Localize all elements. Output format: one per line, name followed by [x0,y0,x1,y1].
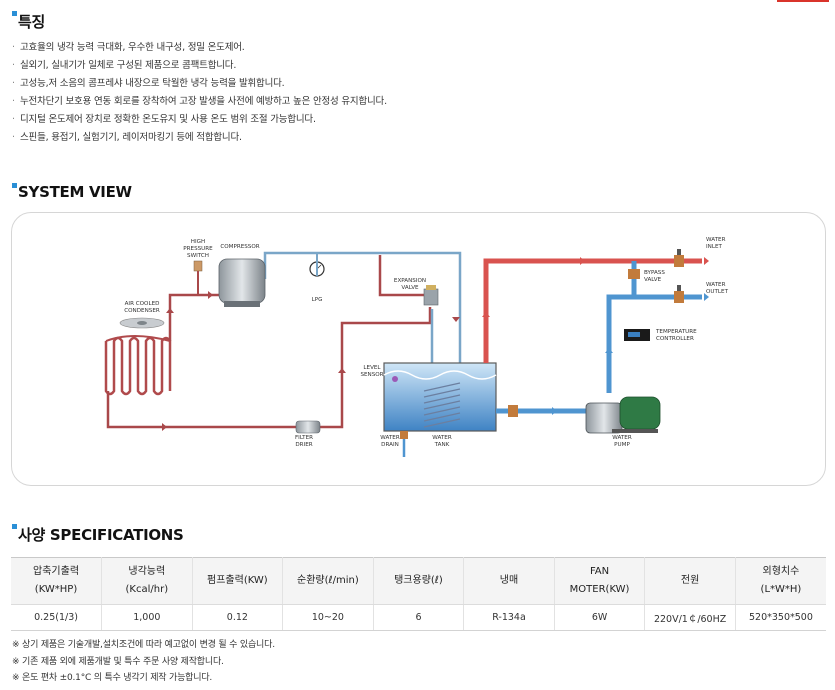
spec-cell: R-134a [463,604,555,631]
feature-item: 실외기, 실내기가 일체로 구성된 제품으로 콤팩트합니다. [12,59,387,77]
notes-list: ※ 상기 제품은 기술개발,설치조건에 따라 예고없이 변경 될 수 있습니다.… [12,638,275,688]
feature-item: 고성능,저 소음의 콤프레샤 내장으로 탁월한 냉각 능력을 발휘합니다. [12,77,387,95]
feature-item: 스핀들, 용접기, 실험기기, 레이저마킹기 등에 적합합니다. [12,131,387,149]
feature-item: 고효율의 냉각 능력 극대화, 우수한 내구성, 정밀 온도제어. [12,41,387,59]
feature-item: 누전차단기 보호용 연동 회로를 장착하여 고장 발생을 사전에 예방하고 높은… [12,95,387,113]
features-heading: 특징 [12,11,45,32]
features-title: 특징 [18,13,46,31]
specs-heading: 사양 SPECIFICATIONS [12,524,184,545]
system-diagram: HIGH PRESSURE SWITCH COMPRESSOR AIR COOL… [11,212,826,486]
refrigerant-lines [106,255,432,429]
drain-valve [400,431,408,439]
evaporator-coil [423,382,461,428]
label-hp-switch-1: HIGH [191,239,205,245]
inlet-valve [674,249,684,267]
water-tank [383,362,497,457]
spec-cell: 520*350*500 [735,604,826,631]
water-pump [585,396,661,434]
top-accent-bar [777,0,829,2]
note-item: ※ 상기 제품은 기술개발,설치조건에 따라 예고없이 변경 될 수 있습니다. [12,640,275,650]
label-temp-1: TEMPERATURE [655,329,697,335]
spec-cell: 6 [373,604,465,631]
lpg-gauge [309,253,325,277]
label-tank-1: WATER [432,435,452,441]
compressor [218,258,266,307]
label-condenser-1: AIR COOLED [125,301,160,307]
label-bypass-2: VALVE [644,277,662,283]
bypass-valve [628,269,640,279]
label-bypass-1: BYPASS [644,270,665,276]
spec-cell: 0.12 [192,604,284,631]
outlet-valve [674,285,684,303]
label-inlet-2: INLET [706,244,722,250]
note-item: ※ 기존 제품 외에 제품개발 및 특수 주문 사양 제작합니다. [12,656,224,667]
spec-header-cell: 냉매 [463,557,555,605]
heading-marker [12,524,17,529]
level-sensor [392,376,398,382]
spec-cell: 0.25(1/3) [11,604,103,631]
expansion-valve [423,285,439,306]
label-filter-2: DRIER [295,442,312,448]
label-hp-switch-3: SWITCH [187,253,209,259]
label-level-2: SENSOR [360,372,383,378]
note-item: ※ 온도 편차 ±0.1°C 의 특수 냉각기 제작 가능합니다. [12,673,213,683]
specs-title: 사양 SPECIFICATIONS [18,526,184,544]
system-view-heading: SYSTEM VIEW [12,183,132,201]
spec-header-cell: 순환량(ℓ/min) [282,557,374,605]
heading-marker [12,183,17,188]
spec-header-cell: 펌프출력(KW) [192,557,284,605]
spec-cell: 10~20 [282,604,374,631]
label-filter-1: FILTER [295,435,313,441]
label-outlet-2: OUTLET [706,289,729,295]
heading-marker [12,11,17,16]
spec-header-cell: 외형치수(L*W*H) [735,557,826,605]
label-condenser-2: CONDENSER [124,308,160,314]
spec-cell: 220V/1￠/60HZ [644,604,736,631]
table-row: 0.25(1/3) 1,000 0.12 10~20 6 R-134a 6W 2… [11,604,826,631]
filter-drier [295,420,321,434]
hot-water-lines [483,258,702,363]
system-diagram-svg: HIGH PRESSURE SWITCH COMPRESSOR AIR COOL… [104,237,729,457]
label-drain-2: DRAIN [381,442,399,448]
label-hp-switch-2: PRESSURE [183,246,213,252]
temperature-controller [624,329,650,341]
label-expansion-1: EXPANSION [394,278,426,284]
hp-switch [193,260,203,295]
label-compressor: COMPRESSOR [220,244,259,250]
spec-cell: 6W [554,604,646,631]
feature-item: 디지털 온도제어 장치로 정확한 온도유지 및 사용 온도 범위 조절 가능합니… [12,113,387,131]
label-tank-2: TANK [434,442,450,448]
spec-header-cell: 냉각능력(Kcal/hr) [101,557,193,605]
spec-header-row: 압축기출력(KW*HP) 냉각능력(Kcal/hr) 펌프출력(KW) 순환량(… [11,557,826,605]
pump-valve [508,405,518,417]
spec-cell: 1,000 [101,604,193,631]
label-lpg: LPG [312,297,323,303]
features-list: 고효율의 냉각 능력 극대화, 우수한 내구성, 정밀 온도제어. 실외기, 실… [12,41,387,149]
label-expansion-2: VALVE [401,285,419,291]
system-view-title: SYSTEM VIEW [18,183,132,201]
spec-header-cell: 전원 [644,557,736,605]
spec-header-cell: 압축기출력(KW*HP) [11,557,103,605]
flow-arrows [482,257,709,317]
label-inlet-1: WATER [706,237,726,243]
label-level-1: LEVEL [363,365,381,371]
label-pump-1: WATER [612,435,632,441]
label-outlet-1: WATER [706,282,726,288]
diagram-labels: HIGH PRESSURE SWITCH COMPRESSOR AIR COOL… [124,237,728,448]
spec-header-cell: 탱크용량(ℓ) [373,557,465,605]
spec-table: 압축기출력(KW*HP) 냉각능력(Kcal/hr) 펌프출력(KW) 순환량(… [11,557,826,631]
label-pump-2: PUMP [614,442,630,448]
condenser-coil [104,317,172,396]
label-drain-1: WATER [380,435,400,441]
label-temp-2: CONTROLLER [656,336,694,342]
